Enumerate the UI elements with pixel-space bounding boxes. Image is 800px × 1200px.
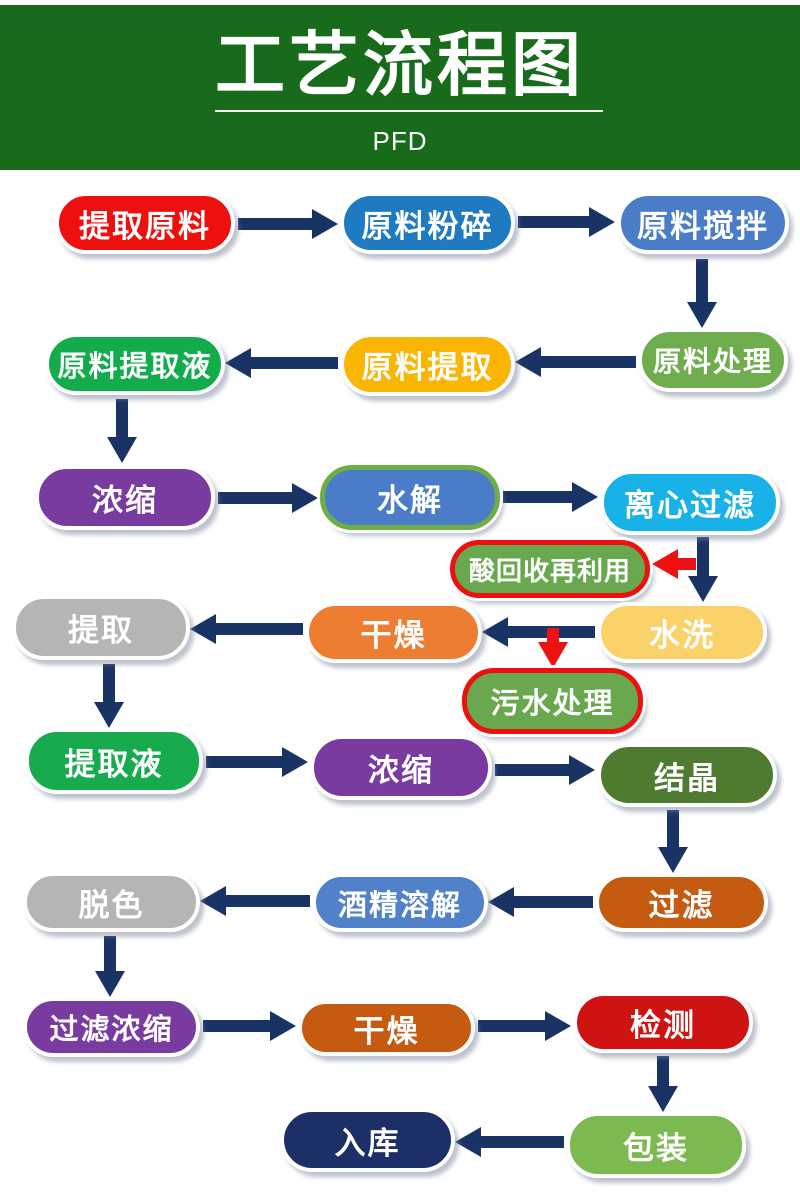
node-label: 污水处理: [490, 688, 615, 720]
node-decolorization: 脱色: [23, 872, 200, 932]
node-label: 入库: [334, 1125, 401, 1161]
node-drying-1: 干燥: [305, 602, 482, 663]
node-raw-crushing: 原料粉碎: [340, 192, 515, 254]
node-label: 原料提取液: [57, 351, 213, 383]
node-inspection: 检测: [573, 992, 753, 1053]
node-label: 原料粉碎: [361, 208, 494, 244]
page-header: 工艺流程图 PFD: [0, 5, 800, 170]
node-warehousing: 入库: [280, 1108, 455, 1172]
node-label: 提取液: [64, 746, 164, 782]
node-label: 干燥: [353, 1013, 420, 1049]
page-title: 工艺流程图: [215, 26, 585, 104]
node-extraction: 提取: [12, 595, 190, 660]
node-label: 浓缩: [368, 753, 434, 788]
node-centrifugal-filter: 离心过滤: [600, 470, 780, 535]
node-raw-processing: 原料处理: [638, 328, 788, 392]
node-concentrate-2: 浓缩: [310, 735, 492, 800]
node-label: 水洗: [649, 618, 715, 653]
node-hydrolysis: 水解: [320, 465, 500, 530]
node-raw-extract-liquid: 原料提取液: [45, 333, 225, 395]
node-label: 提取: [68, 613, 134, 648]
node-raw-stirring: 原料搅拌: [617, 192, 789, 254]
node-label: 水解: [377, 483, 443, 518]
node-alcohol-dissolve: 酒精溶解: [312, 873, 488, 932]
node-label: 原料提取: [361, 350, 494, 385]
node-label: 过滤浓缩: [49, 1014, 174, 1046]
node-crystallization: 结晶: [597, 743, 777, 807]
node-label: 原料搅拌: [637, 208, 769, 244]
node-label: 酸回收再利用: [468, 555, 631, 586]
node-concentrate-1: 浓缩: [35, 465, 215, 530]
title-underline: [215, 110, 603, 112]
node-label: 浓缩: [92, 483, 158, 518]
node-label: 包装: [623, 1130, 689, 1166]
node-label: 过滤: [648, 888, 715, 923]
page-subtitle: PFD: [372, 126, 428, 156]
node-label: 干燥: [360, 618, 427, 653]
node-label: 原料处理: [652, 346, 773, 377]
node-drying-2: 干燥: [298, 1000, 475, 1056]
node-label: 离心过滤: [624, 488, 756, 523]
node-filter-concentrate: 过滤浓缩: [23, 997, 200, 1057]
node-label: 提取原料: [79, 208, 211, 244]
node-sewage-treatment: 污水处理: [462, 668, 643, 734]
node-water-wash: 水洗: [597, 602, 767, 663]
node-extract-solution: 提取液: [25, 728, 203, 794]
node-packaging: 包装: [566, 1112, 746, 1178]
node-raw-extraction: 原料提取: [340, 333, 515, 396]
node-label: 酒精溶解: [337, 889, 462, 922]
node-label: 结晶: [654, 760, 720, 796]
node-label: 检测: [630, 1008, 696, 1043]
node-extract-raw-material: 提取原料: [55, 192, 235, 254]
node-acid-recovery: 酸回收再利用: [450, 540, 650, 598]
node-filtration: 过滤: [595, 873, 768, 932]
node-label: 脱色: [78, 887, 145, 923]
